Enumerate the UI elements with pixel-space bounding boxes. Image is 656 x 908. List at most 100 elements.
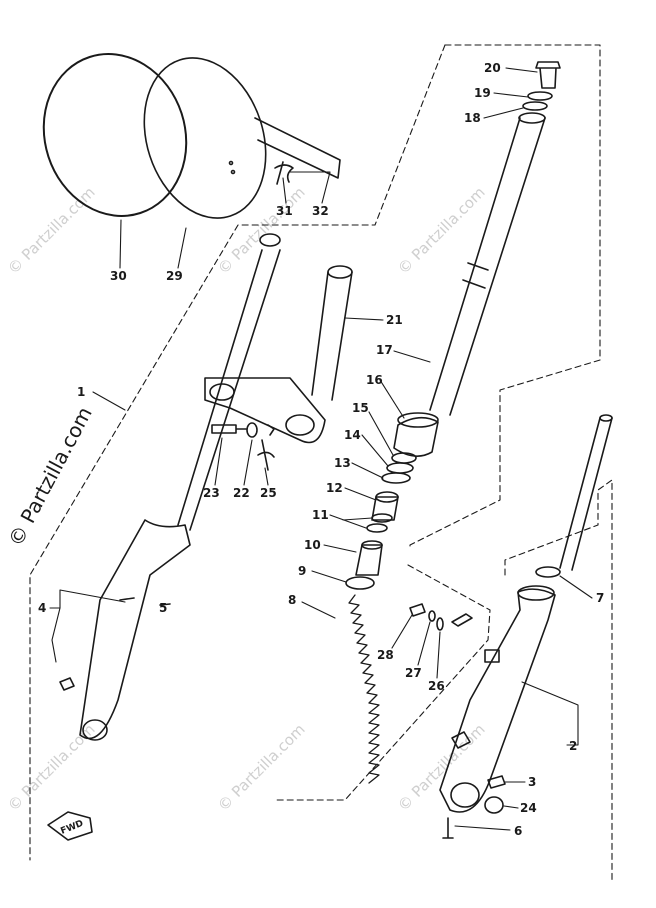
steering-stem-top (327, 265, 353, 279)
callout-12: 12 (326, 481, 343, 495)
headlight-clip (274, 161, 294, 185)
pinch-bolt (211, 424, 247, 434)
leader-25 (264, 467, 269, 486)
washer-22 (246, 422, 258, 438)
fwd-arrow-shape (47, 811, 93, 841)
right-fork-reflector (451, 731, 471, 749)
leader-16 (379, 379, 405, 419)
callout-11: 11 (312, 508, 329, 522)
seal-13 (381, 472, 411, 484)
leader-10 (323, 544, 357, 553)
right-axle-boss (450, 782, 480, 808)
leader-26 (436, 631, 441, 679)
bracket-clip (267, 424, 275, 436)
left-axle-boss (82, 719, 108, 741)
under-bracket-assembly (204, 265, 353, 471)
headlight-stay (254, 117, 341, 179)
leader-4 (49, 589, 126, 663)
left-fork-cap (259, 233, 281, 247)
spacer-10 (355, 544, 383, 576)
fwd-label: FWD (59, 819, 85, 837)
left-fork-detail (119, 597, 171, 606)
fwd-arrow: FWD (47, 811, 93, 841)
leader-2 (521, 681, 579, 746)
watermark-tile: © Partzilla.com (394, 720, 489, 815)
spacer-10-top (361, 540, 383, 550)
oil-seal-7 (535, 566, 561, 578)
seal-14 (386, 462, 414, 474)
under-bracket-clamp-left (209, 383, 235, 401)
callout-13: 13 (334, 456, 351, 470)
callout-15: 15 (352, 401, 369, 415)
leader-14 (361, 434, 389, 467)
callout-22: 22 (233, 486, 250, 500)
leader-7 (559, 575, 593, 599)
right-outer-tube-top (517, 585, 555, 601)
right-fork-assembly (439, 414, 613, 839)
callout-7: 7 (596, 591, 604, 605)
left-inner-tube (177, 249, 281, 531)
watermark-tile: © Partzilla.com (214, 183, 309, 278)
headlight-rim (143, 57, 267, 219)
callout-6: 6 (514, 824, 522, 838)
callout-4: 4 (38, 601, 46, 615)
right-drain-bolt-3 (487, 775, 506, 789)
callout-24: 24 (520, 801, 537, 815)
callout-30: 30 (110, 269, 127, 283)
upper-fork-tube-band (462, 262, 489, 289)
right-outer-tube (439, 588, 556, 813)
leader-12 (344, 487, 377, 501)
callout-32: 32 (312, 204, 329, 218)
leader-18 (483, 107, 524, 119)
upper-fork-tube-17 (429, 117, 546, 416)
callout-31: 31 (276, 204, 293, 218)
steering-stem (311, 271, 353, 401)
callout-1: 1 (77, 385, 85, 399)
leader-22 (243, 439, 253, 486)
leader-31 (282, 177, 287, 204)
upper-tube-assembly (429, 61, 561, 416)
bushing-12-top (375, 491, 399, 503)
left-outer-tube (79, 519, 191, 740)
dust-cover-16-top (397, 412, 439, 428)
callout-23: 23 (203, 486, 220, 500)
leader-13 (351, 462, 384, 479)
callout-3: 3 (528, 775, 536, 789)
leader-8 (301, 601, 336, 619)
leader-17 (393, 350, 431, 363)
seal-15 (391, 452, 417, 464)
callout-20: 20 (484, 61, 501, 75)
watermark-tile: © Partzilla.com (4, 183, 99, 278)
top-group-boundary (409, 44, 601, 549)
leader-29 (177, 227, 187, 269)
callout-labels: 1 2 3 4 5 6 7 8 9 10 11 12 13 14 15 16 1… (38, 61, 604, 838)
callout-18: 18 (464, 111, 481, 125)
bushing-12 (371, 496, 399, 521)
leader-32 (289, 171, 331, 204)
washer-11-a (366, 523, 388, 533)
right-inner-tube-top (599, 414, 613, 422)
leader-lines (49, 67, 593, 831)
washer-26 (436, 617, 444, 631)
callout-2: 2 (569, 739, 577, 753)
left-fork-assembly (59, 233, 281, 741)
dust-cover-16 (393, 416, 439, 457)
callout-8: 8 (288, 593, 296, 607)
callout-16: 16 (366, 373, 383, 387)
top-group-boundary-left (29, 44, 446, 861)
under-bracket-clamp-right (285, 414, 315, 436)
callout-10: 10 (304, 538, 321, 552)
leader-23 (214, 437, 223, 486)
leader-27 (417, 621, 431, 666)
leader-30 (119, 219, 122, 269)
bolt-6 (442, 817, 454, 839)
cap-bolt-20 (535, 61, 561, 89)
leader-19 (493, 92, 529, 98)
upper-fork-tube-top (518, 112, 546, 124)
callout-5: 5 (159, 601, 167, 615)
callout-21: 21 (386, 313, 403, 327)
spring-seat-9 (345, 576, 375, 590)
callout-28: 28 (377, 648, 394, 662)
leader-6 (454, 825, 511, 831)
